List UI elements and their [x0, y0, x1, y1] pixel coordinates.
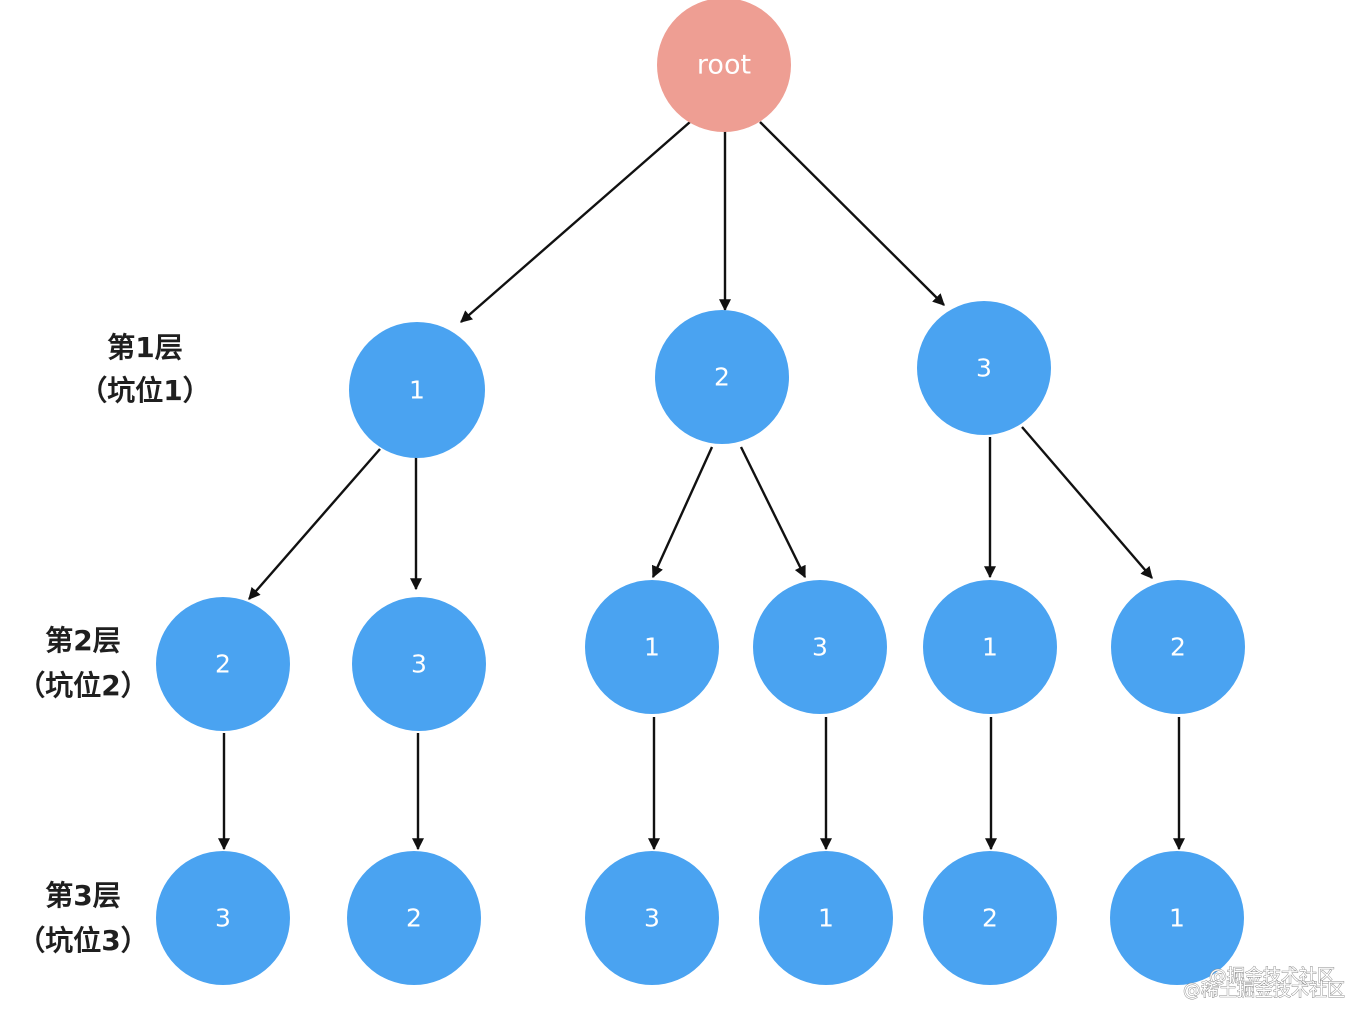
level1-node: 3: [917, 301, 1051, 435]
edges: [218, 121, 1185, 851]
level-label-1: 第1层 （坑位1）: [79, 331, 210, 407]
node-circle: [585, 851, 719, 985]
level-label-2-title: 第2层: [45, 624, 120, 657]
node-circle: [923, 851, 1057, 985]
level3-node: 1: [759, 851, 893, 985]
node-label: 2: [1170, 633, 1186, 662]
level-label-3-subtitle: （坑位3）: [17, 924, 148, 957]
level2-node: 1: [923, 580, 1057, 714]
level2-node: 2: [156, 597, 290, 731]
level2-node: 3: [753, 580, 887, 714]
node-circle: [156, 597, 290, 731]
node-label: 3: [215, 904, 231, 933]
edge-root-to-1: [460, 121, 691, 323]
node-circle: [759, 851, 893, 985]
node-label: 2: [406, 904, 422, 933]
level2-node: 1: [585, 580, 719, 714]
level-label-2: 第2层 （坑位2）: [17, 624, 148, 702]
level1-node: 2: [655, 310, 789, 444]
level3-node: 2: [923, 851, 1057, 985]
edge-3-to-2: [1021, 426, 1153, 579]
root-label: root: [697, 50, 751, 81]
edge-root-to-3: [759, 121, 945, 306]
edge-2-to-3: [739, 446, 807, 579]
node-circle: [1111, 580, 1245, 714]
node-label: 1: [818, 904, 834, 933]
node-label: 2: [982, 904, 998, 933]
watermark: @掘金技术社区 @稀土掘金技术社区: [1183, 966, 1346, 1002]
node-circle: [347, 851, 481, 985]
level1-node: 1: [349, 322, 485, 458]
level2-node: 3: [352, 597, 486, 731]
node-label: 3: [411, 650, 427, 679]
level-label-2-subtitle: （坑位2）: [17, 669, 148, 702]
node-label: 1: [982, 633, 998, 662]
level-label-1-title: 第1层: [107, 331, 182, 364]
node-label: 3: [644, 904, 660, 933]
node-label: 2: [714, 363, 730, 392]
root-node: root: [657, 0, 791, 132]
level-label-1-subtitle: （坑位1）: [79, 374, 210, 407]
node-label: 1: [1169, 904, 1185, 933]
edge-1-to-2: [248, 448, 381, 600]
node-circle: [923, 580, 1057, 714]
root-circle: [657, 0, 791, 132]
node-label: 3: [976, 354, 992, 383]
node-label: 1: [644, 633, 660, 662]
node-circle: [156, 851, 290, 985]
edge-2-to-1: [651, 446, 714, 579]
level-label-3-title: 第3层: [45, 879, 120, 912]
watermark-line-1: @掘金技术社区: [1209, 966, 1335, 987]
level3-node: 1: [1110, 851, 1244, 985]
level3-node: 3: [156, 851, 290, 985]
node-label: 2: [215, 650, 231, 679]
level-label-3: 第3层 （坑位3）: [17, 879, 148, 957]
node-circle: [352, 597, 486, 731]
node-circle: [1110, 851, 1244, 985]
level3-node: 3: [585, 851, 719, 985]
node-circle: [655, 310, 789, 444]
node-circle: [349, 322, 485, 458]
node-circle: [917, 301, 1051, 435]
node-circle: [585, 580, 719, 714]
level3-node: 2: [347, 851, 481, 985]
level2-node: 2: [1111, 580, 1245, 714]
node-label: 1: [409, 376, 425, 405]
node-circle: [753, 580, 887, 714]
node-label: 3: [812, 633, 828, 662]
watermark-line-2: @稀土掘金技术社区: [1183, 980, 1345, 1001]
